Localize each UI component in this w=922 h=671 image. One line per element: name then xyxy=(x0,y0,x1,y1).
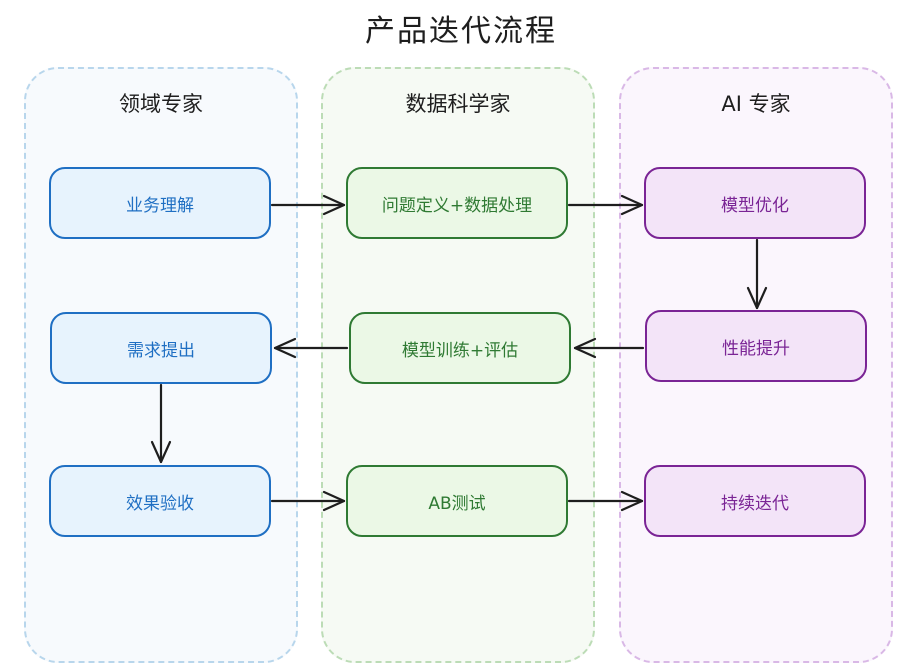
node-requirement-proposal: 需求提出 xyxy=(50,312,272,384)
node-performance-boost: 性能提升 xyxy=(645,310,867,382)
node-model-training: 模型训练+评估 xyxy=(349,312,571,384)
lane-title-domain-expert: 领域专家 xyxy=(119,92,203,116)
diagram-title: 产品迭代流程 xyxy=(365,14,557,49)
node-ab-test: AB测试 xyxy=(346,465,568,537)
node-effect-acceptance: 效果验收 xyxy=(49,465,271,537)
lane-title-data-scientist: 数据科学家 xyxy=(405,92,511,116)
node-business-understanding: 业务理解 xyxy=(49,167,271,239)
node-continuous-iteration: 持续迭代 xyxy=(644,465,866,537)
node-model-optimization: 模型优化 xyxy=(644,167,866,239)
node-problem-definition: 问题定义+数据处理 xyxy=(346,167,568,239)
lane-title-ai-expert: AI 专家 xyxy=(721,92,791,116)
